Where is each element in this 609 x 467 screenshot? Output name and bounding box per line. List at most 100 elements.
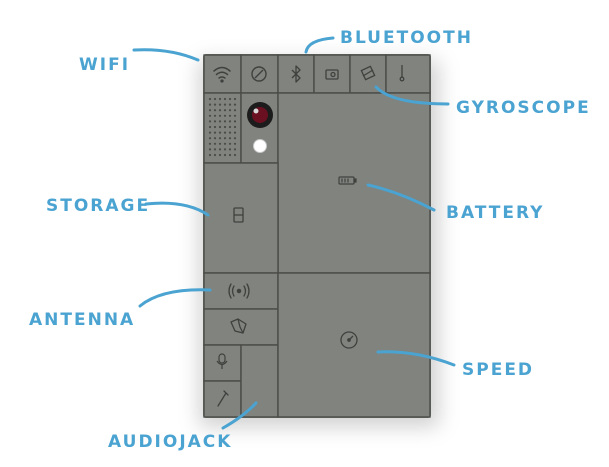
grille-dot	[218, 148, 222, 151]
grille-dot	[233, 114, 237, 117]
grille-dot	[213, 142, 217, 145]
module-speed	[277, 272, 431, 418]
camera-small-icon	[325, 69, 339, 80]
microphone-icon	[216, 353, 228, 369]
grille-dot	[223, 131, 227, 134]
grille-dot	[218, 120, 222, 123]
module-camera-small	[313, 54, 351, 94]
battery-connector	[366, 183, 436, 212]
grille-dot	[218, 137, 222, 140]
bluetooth-connector	[304, 36, 335, 54]
grille-dot	[223, 114, 227, 117]
wifi-connector	[132, 48, 200, 62]
grille-dot	[233, 125, 237, 129]
battery-icon	[338, 176, 357, 185]
grille-dot	[218, 142, 222, 145]
compass-icon	[251, 66, 267, 82]
gyroscope-icon	[360, 65, 376, 81]
grille-dot	[228, 131, 232, 134]
grille-dot	[218, 153, 222, 157]
grille-dot	[228, 148, 232, 151]
grille-dot	[228, 109, 232, 112]
module-wifi	[203, 54, 242, 94]
label-speed: SPEED	[462, 360, 535, 380]
label-gyroscope: GYROSCOPE	[456, 98, 591, 118]
label-audiojack: AUDIOJACK	[108, 432, 233, 452]
thermometer-icon	[399, 65, 405, 82]
grille-dot	[223, 120, 227, 123]
wifi-icon	[213, 66, 231, 83]
grille-dot	[208, 109, 212, 112]
grille-dot	[233, 148, 237, 151]
grille-dot	[233, 137, 237, 140]
audiojack-connector	[221, 401, 258, 430]
grille-dot	[223, 153, 227, 157]
camera-flash	[253, 139, 267, 153]
grille-dot	[228, 114, 232, 117]
speaker-icon	[230, 318, 247, 334]
grille-dot	[233, 142, 237, 145]
storage-connector	[144, 201, 210, 217]
grille-dot	[218, 125, 222, 129]
grille-dot	[223, 109, 227, 112]
grille-dot	[223, 125, 227, 129]
grille-dot	[213, 97, 217, 101]
grille-dot	[223, 142, 227, 145]
antenna-icon	[228, 283, 250, 299]
grille-dot	[218, 97, 222, 101]
grille-dot	[208, 137, 212, 140]
grille-dot	[228, 120, 232, 123]
module-storage	[203, 162, 279, 274]
grille-dot	[213, 131, 217, 134]
grille-dot	[208, 120, 212, 123]
gyroscope-connector	[374, 85, 450, 106]
grille-dot	[223, 148, 227, 151]
grille-dot	[208, 131, 212, 134]
grille-dot	[223, 103, 227, 106]
antenna-connector	[138, 288, 212, 308]
grille-dot	[208, 114, 212, 117]
grille-dot	[228, 97, 232, 101]
callout-lines	[132, 36, 456, 430]
label-battery: BATTERY	[446, 203, 545, 223]
label-storage: STORAGE	[46, 196, 151, 216]
grille-dot	[233, 131, 237, 134]
grille-dot	[218, 131, 222, 134]
grille-dot	[213, 103, 217, 106]
grille-dot	[233, 120, 237, 123]
grille-dot	[233, 153, 237, 157]
grille-dot	[218, 103, 222, 106]
label-wifi: WIFI	[79, 55, 131, 75]
grille-dot	[223, 137, 227, 140]
grille-dot	[208, 142, 212, 145]
grille-dot	[228, 142, 232, 145]
grille-dot	[218, 114, 222, 117]
grille-dot	[233, 103, 237, 106]
grille-dot	[208, 97, 212, 101]
speed-connector	[376, 350, 456, 367]
grille-dot	[228, 103, 232, 106]
grille-dot	[208, 148, 212, 151]
grille-dot	[213, 125, 217, 129]
storage-icon	[233, 207, 244, 223]
module-blank	[240, 344, 279, 418]
grille-dot	[228, 137, 232, 140]
grille-dot	[208, 125, 212, 129]
grille-dot	[233, 109, 237, 112]
label-bluetooth: BLUETOOTH	[340, 28, 473, 48]
grille-dot	[213, 153, 217, 157]
camera-lens-glint	[253, 108, 259, 114]
grille-dot	[228, 125, 232, 129]
grille-dot	[223, 97, 227, 101]
grille-dot	[213, 114, 217, 117]
label-antenna: ANTENNA	[29, 310, 136, 330]
module-gyroscope	[349, 54, 387, 94]
grille-dot	[213, 120, 217, 123]
phone	[203, 54, 431, 418]
module-speaker	[203, 308, 279, 346]
grille-dot	[208, 103, 212, 106]
grille-dot	[213, 109, 217, 112]
speaker-grille-dots	[208, 97, 237, 157]
grille-dot	[213, 137, 217, 140]
